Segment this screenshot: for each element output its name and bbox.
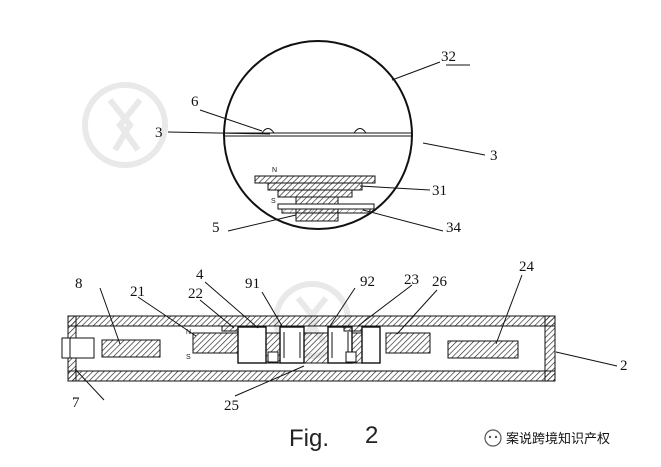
sphere-pole-s: S xyxy=(271,198,276,205)
end-cap-7 xyxy=(61,337,95,359)
seam-bump-left xyxy=(261,128,275,134)
magnet-plate-low xyxy=(277,189,353,198)
label-91: 91 xyxy=(245,276,260,292)
bar-pole-s: S xyxy=(186,354,191,361)
base-plate-34 xyxy=(277,203,375,210)
account-watermark: 案说跨境知识产权 xyxy=(484,429,610,447)
label-3-right: 3 xyxy=(490,148,498,164)
magnet-26 xyxy=(385,332,431,354)
sphere-shell xyxy=(223,40,413,230)
label-25: 25 xyxy=(224,398,239,414)
bar-pole-n: N xyxy=(186,329,191,336)
magnet-plate-mid xyxy=(267,182,363,191)
label-24: 24 xyxy=(519,259,535,275)
coil-block-left xyxy=(237,326,267,364)
figure-number: 2 xyxy=(365,422,378,449)
label-21: 21 xyxy=(130,284,145,300)
bar-assembly: N S 8 21 xyxy=(61,259,628,414)
figure-caption: Fig. xyxy=(289,425,329,452)
watermark-logo-left xyxy=(82,82,168,168)
sphere-pole-n: N xyxy=(272,167,277,174)
wechat-icon xyxy=(484,429,502,447)
label-6: 6 xyxy=(191,94,199,110)
magnet-8 xyxy=(101,339,161,358)
label-34: 34 xyxy=(446,220,462,236)
label-7: 7 xyxy=(72,395,80,411)
magnet-21 xyxy=(192,332,240,354)
label-5: 5 xyxy=(212,220,220,236)
label-4: 4 xyxy=(196,267,204,283)
sphere-assembly: N S 32 6 3 3 31 5 34 xyxy=(155,40,498,236)
housing-top-wall xyxy=(67,315,556,327)
label-8: 8 xyxy=(75,276,83,292)
magnet-24 xyxy=(447,340,519,359)
coil-block-right xyxy=(361,326,381,364)
magnet-plate-top xyxy=(254,175,376,184)
label-23: 23 xyxy=(404,272,419,288)
seam-bump-right xyxy=(353,128,367,134)
housing-bottom-wall xyxy=(67,370,556,382)
housing-right-wall xyxy=(544,315,556,382)
account-name: 案说跨境知识产权 xyxy=(506,431,610,446)
label-2: 2 xyxy=(620,358,628,374)
label-92: 92 xyxy=(360,274,375,290)
label-31: 31 xyxy=(432,183,447,199)
label-32: 32 xyxy=(441,49,456,65)
label-26: 26 xyxy=(432,274,448,290)
label-22: 22 xyxy=(188,286,203,302)
label-3-left: 3 xyxy=(155,125,163,141)
